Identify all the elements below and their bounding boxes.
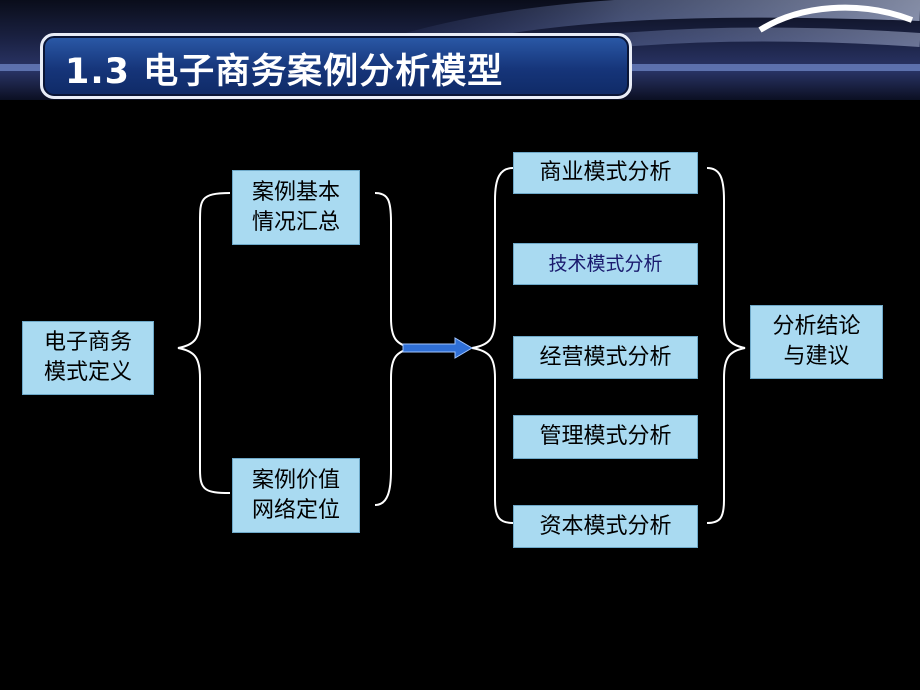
node-conclusion: 分析结论 与建议 <box>750 305 883 379</box>
gather-brace <box>706 167 746 524</box>
node-value-network: 案例价值 网络定位 <box>232 458 360 533</box>
node-operation-model: 经营模式分析 <box>513 336 698 379</box>
flow-arrow <box>402 337 473 359</box>
node-management-model: 管理模式分析 <box>513 415 698 459</box>
node-business-model: 商业模式分析 <box>513 152 698 194</box>
node-capital-model: 资本模式分析 <box>513 505 698 548</box>
page-title: 1.3 电子商务案例分析模型 <box>65 52 504 92</box>
node-definition: 电子商务 模式定义 <box>22 321 154 395</box>
title-plate: 1.3 电子商务案例分析模型 <box>40 33 632 99</box>
node-technology-model: 技术模式分析 <box>513 243 698 285</box>
node-basic-info: 案例基本 情况汇总 <box>232 170 360 245</box>
left-brace <box>177 192 231 494</box>
fanout-brace <box>471 167 514 524</box>
